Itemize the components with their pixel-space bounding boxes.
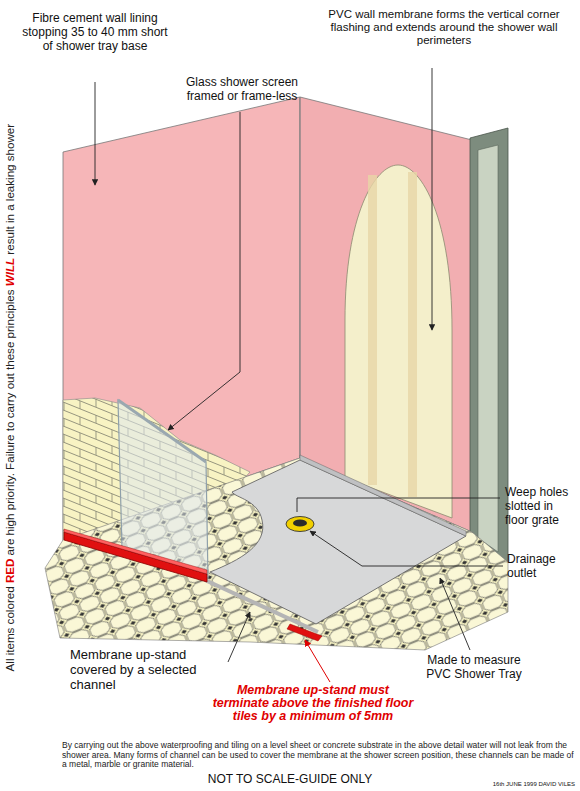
leader-line [297, 498, 500, 512]
door-frame [470, 128, 508, 562]
callout-label: Drainage outlet [507, 553, 577, 581]
warning-text: All items colored [2, 586, 15, 671]
corner-flashing [368, 175, 377, 485]
warning-text: result in a leaking shower [2, 124, 15, 255]
channel-top [64, 529, 207, 574]
floor-grate [293, 519, 307, 526]
callout-label: Membrane up-stand covered by a selected … [70, 648, 228, 693]
leader-line [95, 82, 96, 185]
leader-line [168, 112, 240, 430]
channel [64, 532, 207, 582]
callout-label: Glass shower screen framed or frame-less [172, 76, 312, 104]
door-frame [478, 145, 498, 552]
warning-band: All items colored RED are high priority. F… [2, 4, 20, 789]
floor-tiles [45, 458, 508, 650]
date-stamp: 16th JUNE 1999 DAVID VILES [470, 781, 575, 788]
callout-label: PVC wall membrane forms the vertical cor… [318, 8, 570, 48]
leader-line [228, 612, 250, 662]
membrane-upstand [205, 580, 318, 632]
warning-text: WILL [2, 258, 15, 286]
screen-edge [118, 400, 206, 462]
leader-line [310, 531, 503, 566]
warning-text: RED [2, 559, 15, 583]
leader-line [440, 578, 470, 650]
tray-upstand [300, 455, 466, 536]
upstand-arrow [287, 624, 322, 641]
drainage-outlet [286, 517, 314, 532]
warning-text: are high priority. Failure to carry out … [2, 289, 15, 555]
caption: By carrying out the above waterproofing … [62, 741, 574, 770]
leader-line [305, 640, 330, 682]
note-label: NOT TO SCALE-GUIDE ONLY [160, 773, 420, 787]
leader-line [432, 68, 433, 330]
wall-membrane [345, 165, 452, 518]
callout-label: Made to measure PVC Shower Tray [418, 654, 530, 682]
corner-flashing [408, 172, 417, 497]
warning-label: Membrane up-stand must terminate above t… [208, 684, 418, 723]
wall-corner [300, 97, 301, 458]
callout-label: Weep holes slotted in floor grate [505, 486, 577, 527]
callout-label: Fibre cement wall lining stopping 35 to … [20, 12, 170, 53]
